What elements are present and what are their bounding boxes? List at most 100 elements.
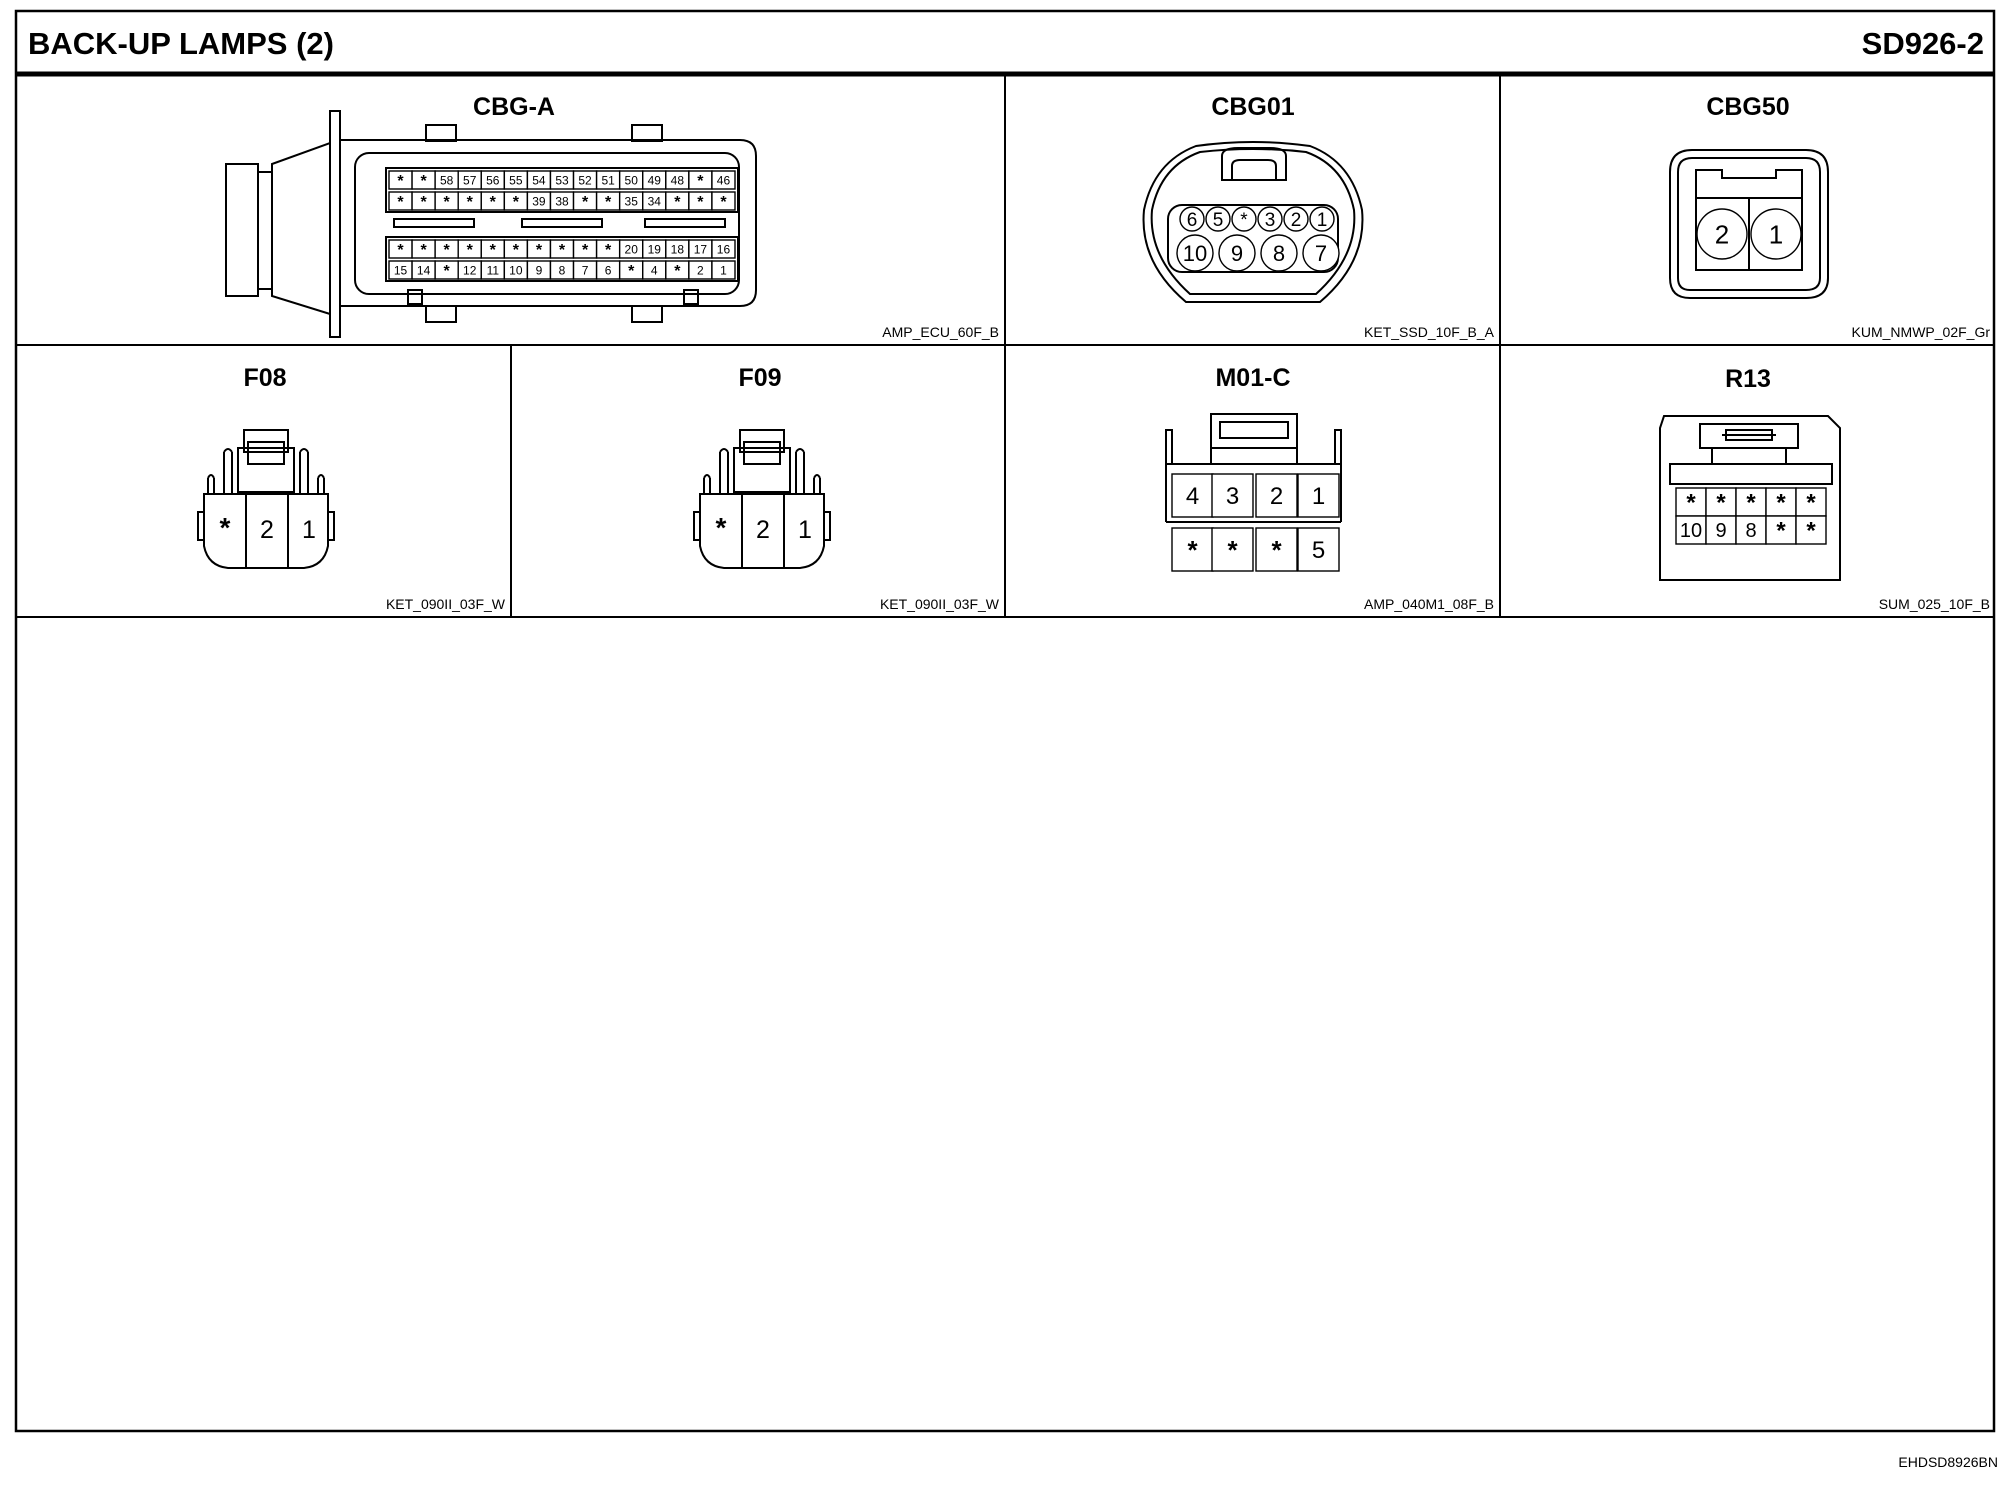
cbg-a-pin: 49 [642, 170, 667, 190]
svg-text:9: 9 [1231, 241, 1243, 266]
cbg-a-pin: 20 [618, 239, 644, 259]
cbg-a-pin: * [526, 239, 552, 259]
svg-text:*: * [582, 242, 589, 259]
f08-pin: 1 [287, 494, 316, 568]
part-number: KET_SSD_10F_B_A [1364, 324, 1495, 340]
svg-text:*: * [1806, 490, 1816, 517]
cbg-a-pin: 51 [595, 170, 621, 190]
svg-text:17: 17 [694, 242, 708, 256]
r13-shell-drawing [1659, 415, 1841, 581]
cbg-a-pin: * [411, 191, 436, 211]
cbg-a-pin: 57 [457, 170, 482, 190]
cbg-a-pin: * [411, 170, 436, 190]
m01-c-pin: * [1171, 527, 1214, 572]
cbg01-pin: 1 [1309, 206, 1335, 232]
svg-text:55: 55 [509, 173, 523, 187]
svg-text:7: 7 [582, 263, 589, 277]
cbg-a-pin: 55 [503, 170, 529, 190]
cbg-a-pin: 46 [711, 170, 736, 190]
svg-text:54: 54 [532, 173, 546, 187]
svg-text:*: * [674, 263, 681, 280]
f09-pin: 1 [783, 494, 812, 568]
svg-text:6: 6 [605, 263, 612, 277]
cbg-a-pin: 35 [618, 191, 644, 211]
svg-text:*: * [397, 194, 404, 211]
svg-text:3: 3 [1226, 483, 1239, 510]
svg-text:*: * [490, 242, 497, 259]
cbg-a-pin: 16 [711, 239, 736, 259]
svg-text:2: 2 [756, 516, 770, 544]
svg-text:*: * [444, 263, 451, 280]
cbg-a-pin: 19 [642, 239, 667, 259]
svg-text:12: 12 [463, 263, 477, 277]
cbg-a-pin: * [688, 191, 713, 211]
cbg-a-pin: * [480, 191, 506, 211]
svg-text:2: 2 [697, 263, 704, 277]
svg-text:*: * [605, 242, 612, 259]
cbg-a-pin: 14 [411, 260, 436, 280]
svg-text:1: 1 [1312, 483, 1325, 510]
cbg-a-pin: 6 [595, 260, 621, 280]
svg-text:39: 39 [532, 194, 546, 208]
svg-text:*: * [1187, 535, 1198, 565]
sheet-frame [14, 9, 1996, 1433]
cbg-a-pin: * [665, 191, 690, 211]
svg-text:*: * [467, 242, 474, 259]
svg-text:18: 18 [671, 242, 685, 256]
svg-text:*: * [1271, 535, 1282, 565]
cbg-a-pin: 15 [388, 260, 413, 280]
r13-pin: 9 [1705, 515, 1737, 545]
r13-pin: * [1765, 487, 1797, 517]
connector-name: CBG50 [1706, 93, 1789, 121]
svg-text:*: * [467, 194, 474, 211]
svg-text:53: 53 [555, 173, 569, 187]
connector-name: M01-C [1215, 364, 1290, 392]
m01-c-shell-drawing [1165, 413, 1342, 523]
connector-name: CBG01 [1211, 93, 1294, 121]
cbg01-pin: 3 [1257, 206, 1283, 232]
cbg-a-pin: 8 [549, 260, 575, 280]
m01-c-pin: * [1255, 527, 1298, 572]
cbg-a-pin: * [411, 239, 436, 259]
cbg-a-pin: * [480, 239, 506, 259]
svg-text:11: 11 [487, 263, 500, 277]
cbg-a-pin: 12 [457, 260, 482, 280]
r13-pin: 8 [1735, 515, 1767, 545]
svg-text:*: * [1746, 490, 1756, 517]
cbg01-pin: 2 [1283, 206, 1309, 232]
m01-c-pin: 1 [1297, 473, 1340, 518]
f08-pin: 2 [245, 494, 274, 568]
m01-c-pin: 4 [1171, 473, 1214, 518]
cbg-a-pin: * [595, 239, 621, 259]
svg-text:*: * [720, 194, 727, 211]
cbg-a-pin: 11 [480, 260, 506, 280]
cbg-a-pin: 39 [526, 191, 552, 211]
part-number: SUM_025_10F_B [1879, 596, 1990, 612]
svg-text:*: * [628, 263, 635, 280]
svg-text:*: * [1776, 518, 1786, 545]
svg-text:51: 51 [601, 173, 615, 187]
m01-c-pin: * [1211, 527, 1254, 572]
svg-text:57: 57 [463, 173, 477, 187]
cbg-a-pin: 48 [665, 170, 690, 190]
cbg-a-pin: * [434, 239, 459, 259]
cbg-a-pin: 4 [642, 260, 667, 280]
r13-pin: * [1705, 487, 1737, 517]
cbg50-pin: 2 [1696, 208, 1748, 260]
svg-text:10: 10 [1680, 520, 1702, 542]
cbg-a-pin: * [595, 191, 621, 211]
cbg01-pin: 6 [1179, 206, 1205, 232]
svg-text:*: * [444, 242, 451, 259]
svg-text:58: 58 [440, 173, 454, 187]
svg-text:*: * [397, 173, 404, 190]
svg-text:1: 1 [798, 516, 812, 544]
cbg-a-pin: 7 [572, 260, 598, 280]
